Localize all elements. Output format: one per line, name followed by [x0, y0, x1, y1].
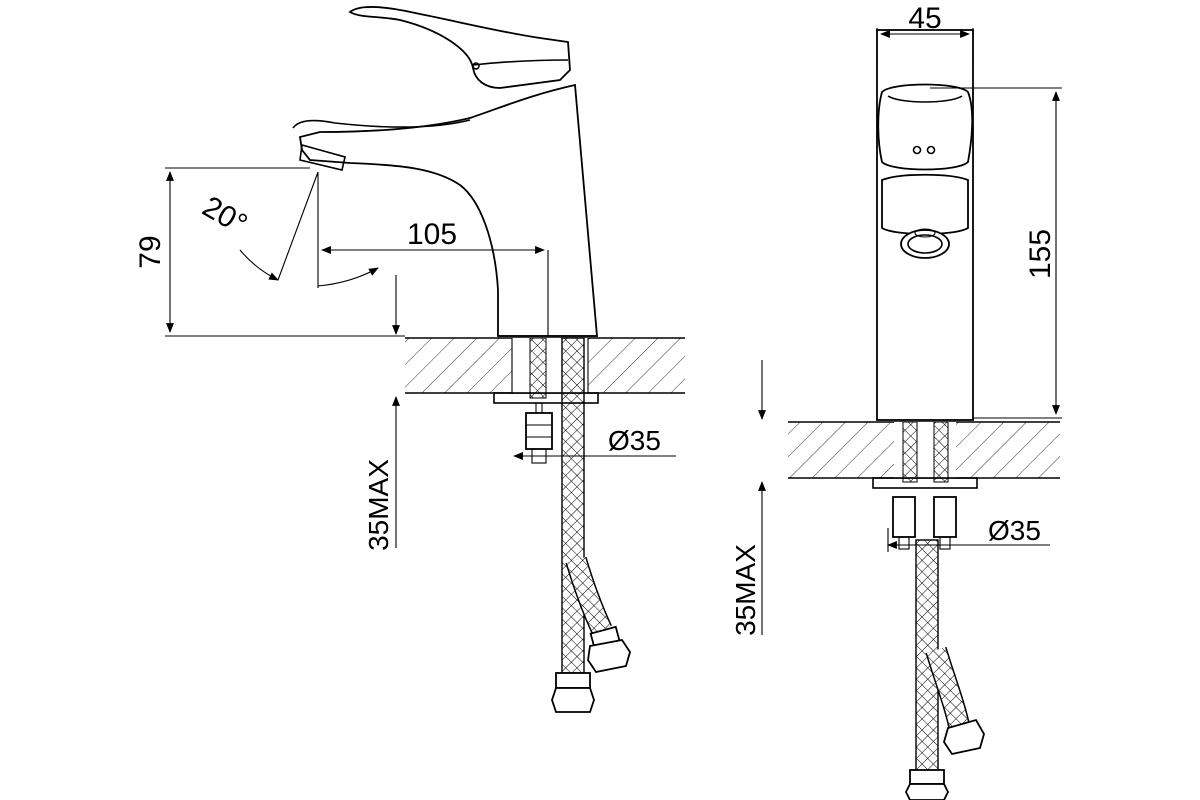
side-dimension-diameter: Ø35: [513, 425, 676, 460]
side-view: 79 20° 105 Ø35 35MAX: [134, 6, 685, 713]
front-countertop: [788, 421, 1060, 479]
side-faucet-body: [292, 6, 598, 337]
side-supply-hose: [551, 337, 631, 713]
front-view: 45 155 Ø35 35MAX: [730, 2, 1062, 800]
dim-angle-label: 20°: [197, 190, 253, 241]
dim-105-label: 105: [407, 218, 457, 251]
side-dimension-35max: 35MAX: [363, 275, 400, 551]
front-dimension-155: 155: [930, 87, 1062, 419]
dim-79-label: 79: [134, 235, 167, 268]
front-supply-hose: [904, 539, 985, 800]
side-dimension-105: 105: [321, 218, 549, 336]
side-mounting-stud: [493, 337, 599, 464]
dim-diameter-label: Ø35: [608, 425, 661, 456]
dim-155-label: 155: [1024, 229, 1057, 279]
side-dimension-79: 79: [134, 167, 405, 337]
front-faucet-body: [876, 29, 974, 421]
side-dimension-angle: 20°: [197, 171, 379, 288]
dim-45-label: 45: [908, 2, 941, 35]
dim-front-diameter-label: Ø35: [988, 515, 1041, 546]
dim-front-35max-label: 35MAX: [730, 544, 761, 636]
front-dimension-diameter: Ø35: [887, 515, 1050, 552]
dim-35max-label: 35MAX: [363, 459, 394, 551]
front-dimension-35max: 35MAX: [730, 360, 766, 636]
front-mounting-stud: [872, 421, 978, 550]
front-dimension-45: 45: [876, 2, 974, 60]
